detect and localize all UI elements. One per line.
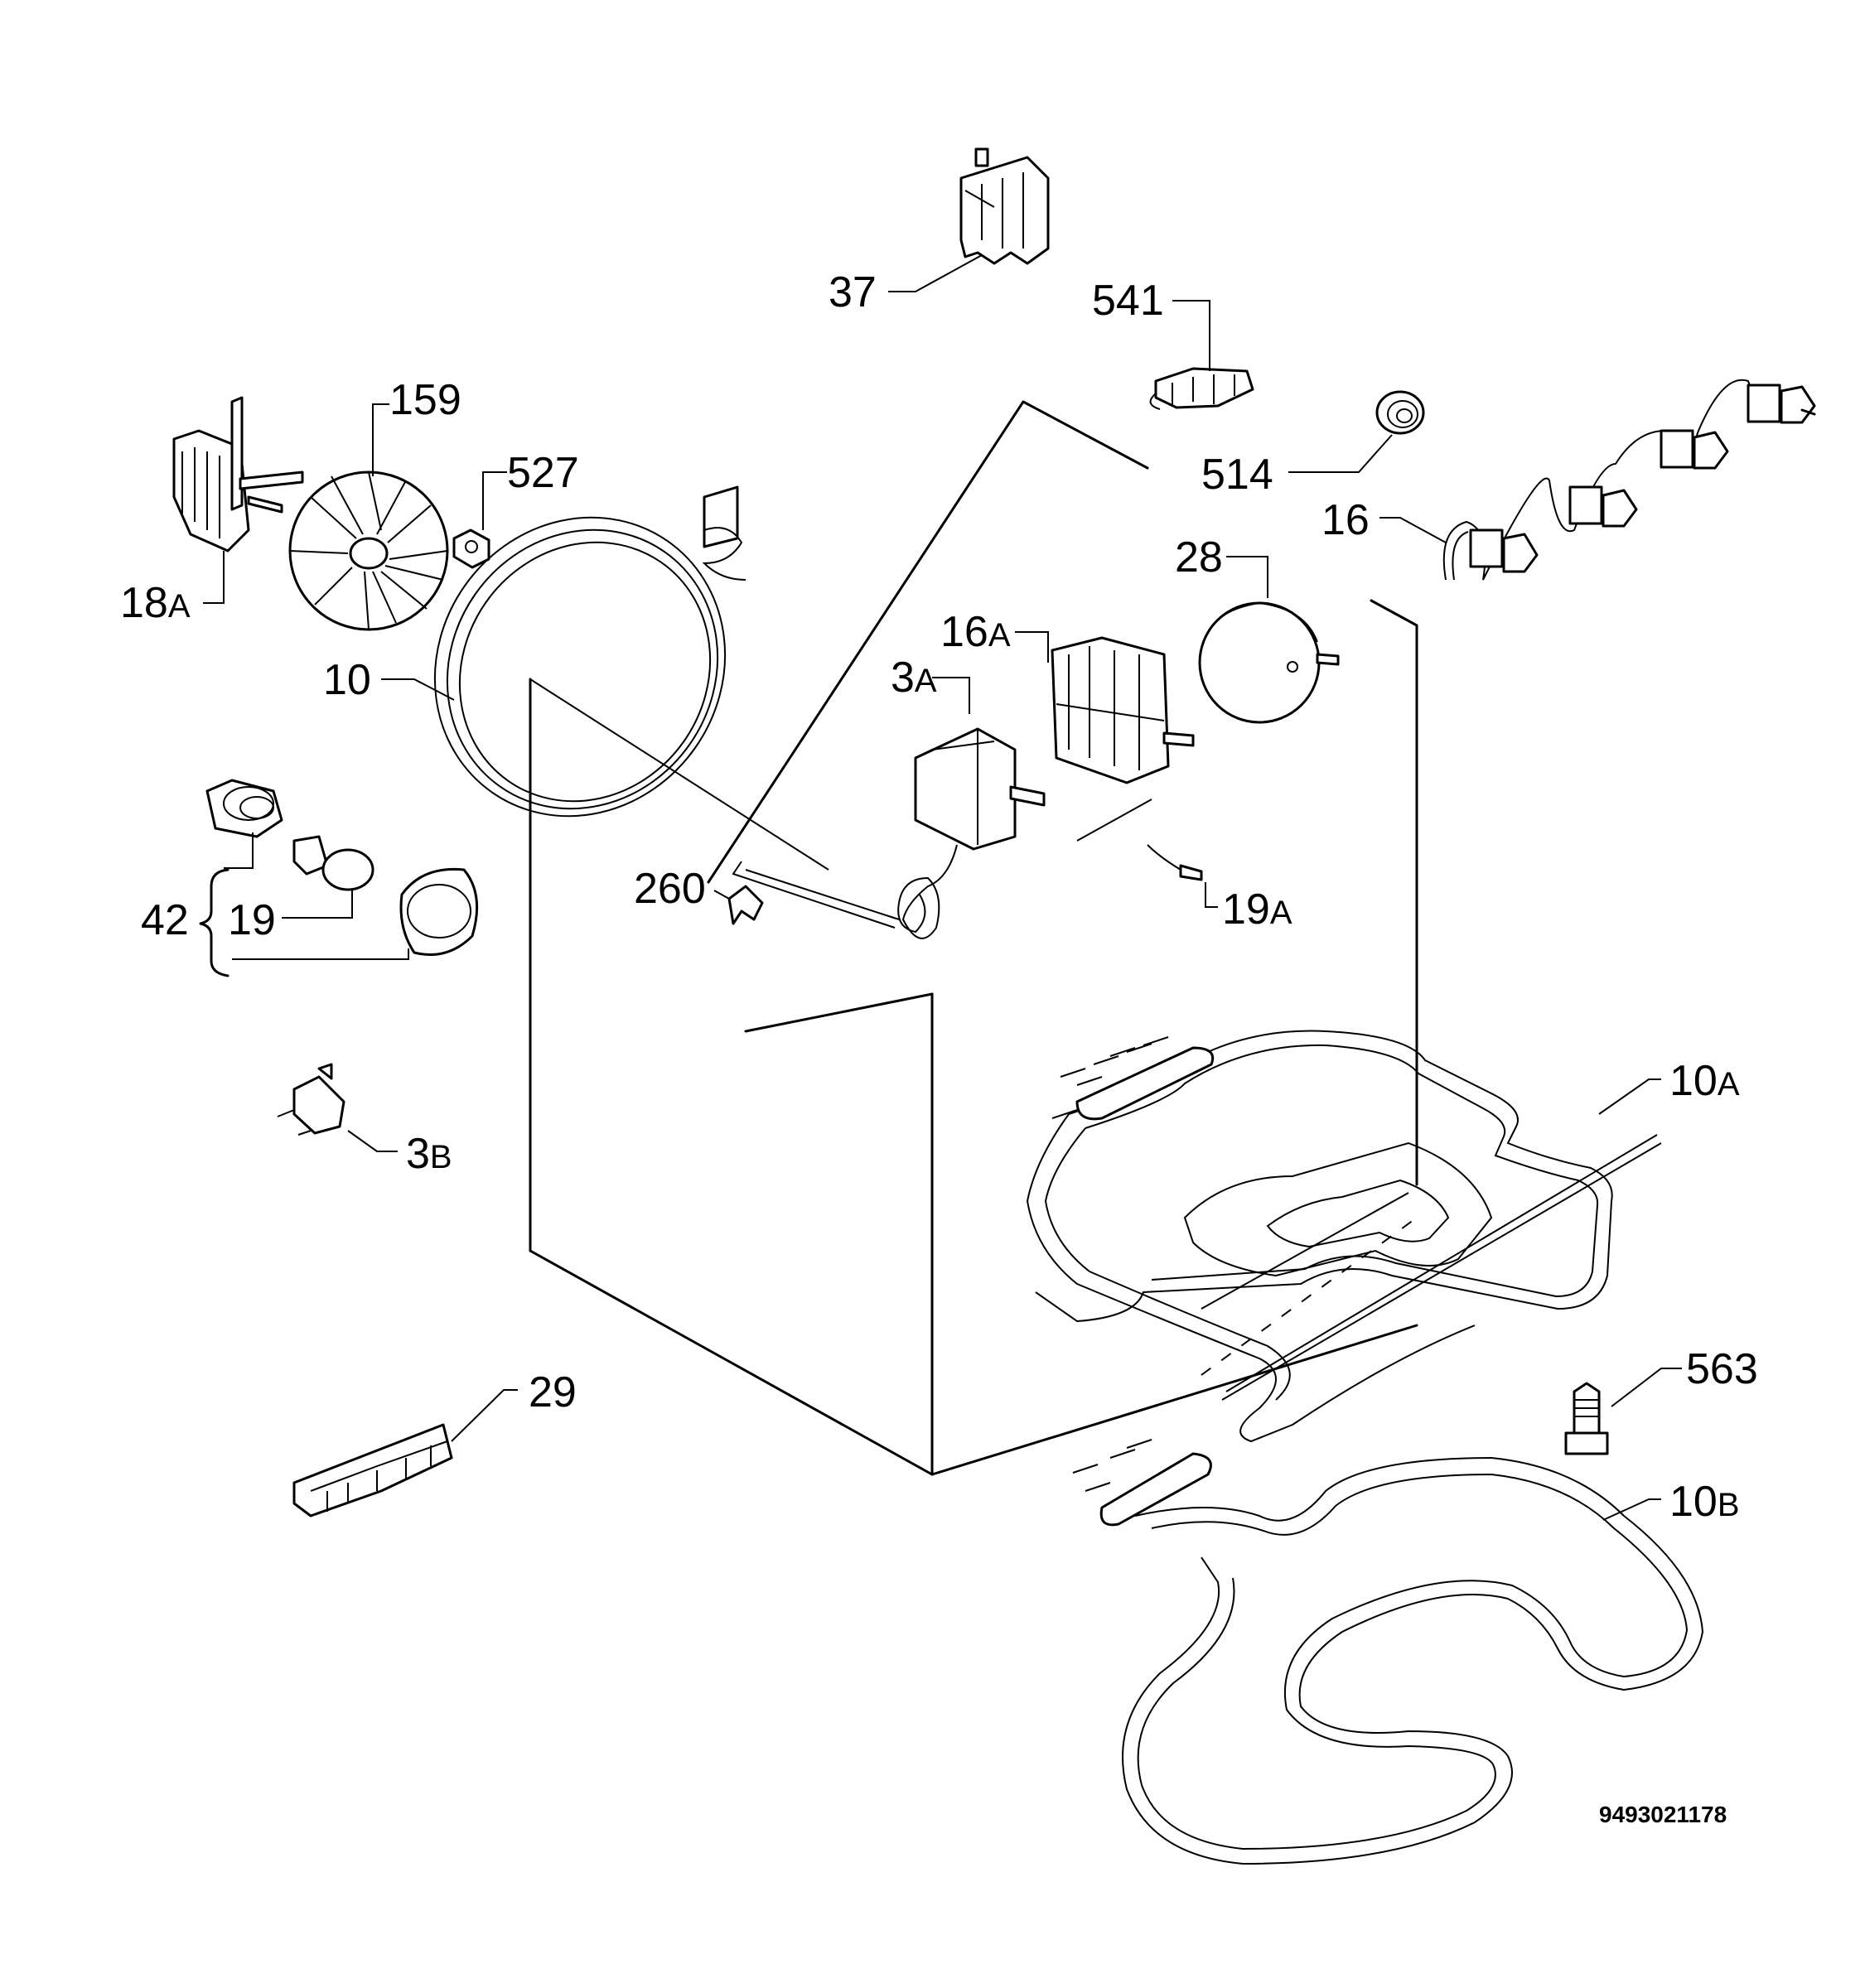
part-19a-sensor-wire[interactable] xyxy=(1147,844,1203,881)
part-10b-bottom-element[interactable] xyxy=(1072,1439,1704,1865)
part-527-nut[interactable] xyxy=(452,528,490,569)
part-563-stud[interactable] xyxy=(1564,1382,1609,1455)
part-10a-grill-element[interactable] xyxy=(1026,1030,1662,1443)
label-527: 527 xyxy=(507,449,579,497)
part-37-switch-bracket[interactable] xyxy=(959,147,1050,265)
label-3a: 3A xyxy=(891,654,937,702)
part-29-terminal-block[interactable] xyxy=(292,1423,453,1518)
part-16-wiring-harness[interactable] xyxy=(1442,379,1816,581)
label-514: 514 xyxy=(1201,451,1273,499)
label-18a: 18A xyxy=(120,579,191,627)
label-16a: 16A xyxy=(940,608,1011,656)
part-260-clip[interactable] xyxy=(727,885,764,925)
label-541: 541 xyxy=(1092,277,1164,325)
label-19: 19 xyxy=(228,896,276,944)
label-42: 42 xyxy=(141,896,189,944)
part-159-fan-blade[interactable] xyxy=(288,470,449,631)
label-28: 28 xyxy=(1175,533,1223,581)
brace-42 xyxy=(199,868,230,977)
label-563: 563 xyxy=(1686,1345,1758,1393)
label-10: 10 xyxy=(323,656,371,704)
label-19a: 19A xyxy=(1222,885,1292,934)
label-37: 37 xyxy=(829,268,877,316)
part-3a-thermostat[interactable] xyxy=(732,727,1046,939)
label-260: 260 xyxy=(634,865,706,913)
part-42-lamp-holder[interactable] xyxy=(205,779,283,838)
part-16a-selector-switch[interactable] xyxy=(1051,636,1195,784)
label-29: 29 xyxy=(529,1368,577,1416)
part-3b-thermostat[interactable] xyxy=(277,1063,345,1136)
label-10b: 10B xyxy=(1669,1478,1740,1526)
label-3b: 3B xyxy=(406,1130,452,1178)
part-19-lamp-bulb[interactable] xyxy=(292,835,374,891)
document-number: 9493021178 xyxy=(1599,1802,1727,1827)
label-159: 159 xyxy=(389,376,461,424)
part-18a-fan-motor[interactable] xyxy=(172,396,304,552)
part-10-circular-element[interactable] xyxy=(377,461,784,873)
part-42-lamp-cover[interactable] xyxy=(399,867,479,956)
part-labels: 37 541 514 16 28 16A 3A 159 527 18A 10 2… xyxy=(120,268,1758,1827)
oven-cavity-box xyxy=(529,400,1418,1476)
part-28-timer-motor[interactable] xyxy=(1198,601,1340,724)
label-16: 16 xyxy=(1321,496,1370,544)
label-10a: 10A xyxy=(1669,1057,1740,1105)
part-541-contact-switch[interactable] xyxy=(1149,367,1254,410)
part-514-grommet[interactable] xyxy=(1375,390,1425,435)
